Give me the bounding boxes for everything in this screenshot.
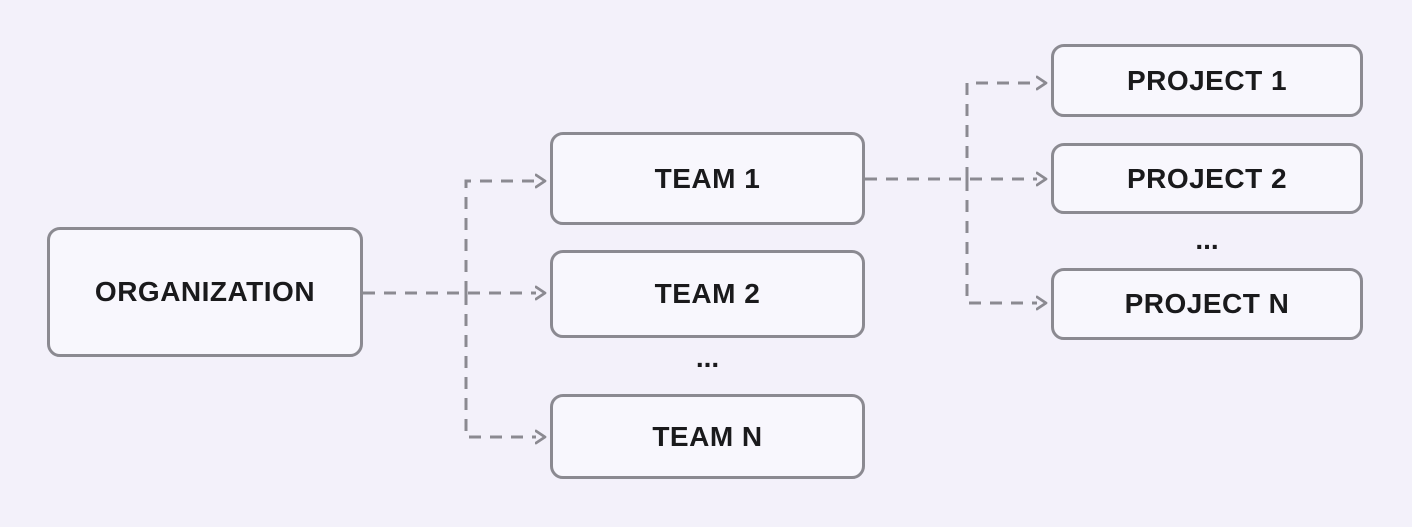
node-team-2-label: TEAM 2 (654, 278, 761, 309)
node-project-2: PROJECT 2 (1051, 143, 1363, 214)
project-ellipsis: ... (1195, 224, 1219, 255)
node-team-1-label: TEAM 1 (654, 162, 761, 194)
node-project-n-label: PROJECT N (1124, 288, 1290, 319)
team-ellipsis: ... (695, 342, 720, 373)
node-team-2: TEAM 2 (550, 250, 865, 338)
node-organization-label: ORGANIZATION (94, 276, 316, 307)
node-project-n: PROJECT N (1051, 268, 1363, 340)
node-team-n: TEAM N (550, 394, 865, 479)
node-organization: ORGANIZATION (47, 227, 363, 357)
node-project-2-label: PROJECT 2 (1126, 162, 1288, 194)
node-project-1: PROJECT 1 (1051, 44, 1363, 117)
node-project-1-label: PROJECT 1 (1126, 64, 1288, 96)
node-team-n-label: TEAM N (652, 420, 763, 452)
node-team-1: TEAM 1 (550, 132, 865, 225)
